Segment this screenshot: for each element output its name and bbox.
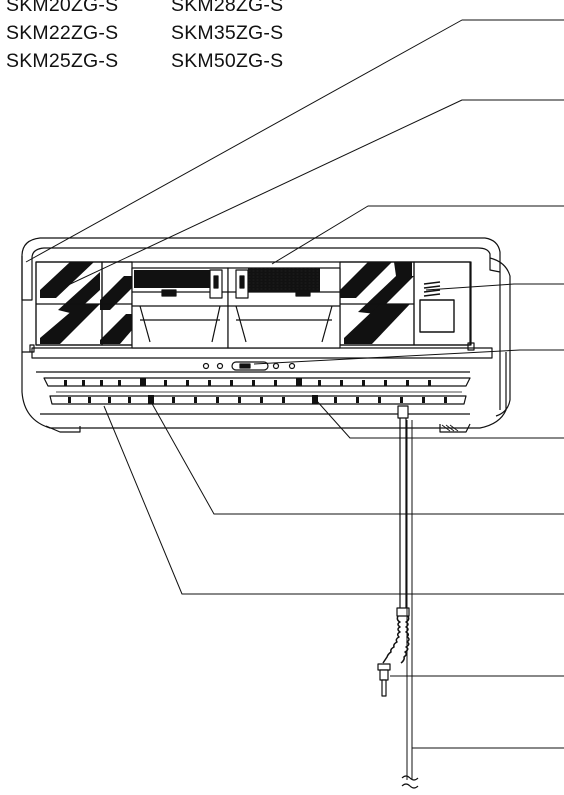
piping	[401, 420, 419, 789]
vertical-blades	[64, 378, 447, 404]
model-name: SKM50ZG-S	[171, 50, 284, 72]
model-name: SKM28ZG-S	[171, 0, 284, 16]
drain-hose	[377, 405, 410, 697]
vent-slits	[419, 281, 455, 333]
model-name: SKM35ZG-S	[171, 22, 284, 44]
model-name: SKM22ZG-S	[6, 22, 119, 44]
air-filter	[131, 267, 341, 349]
model-name: SKM25ZG-S	[6, 50, 119, 72]
model-name: SKM20ZG-S	[6, 0, 119, 16]
leader-lines	[25, 19, 564, 749]
model-list: SKM20ZG-S SKM28ZG-S SKM22ZG-S SKM35ZG-S …	[6, 0, 336, 73]
